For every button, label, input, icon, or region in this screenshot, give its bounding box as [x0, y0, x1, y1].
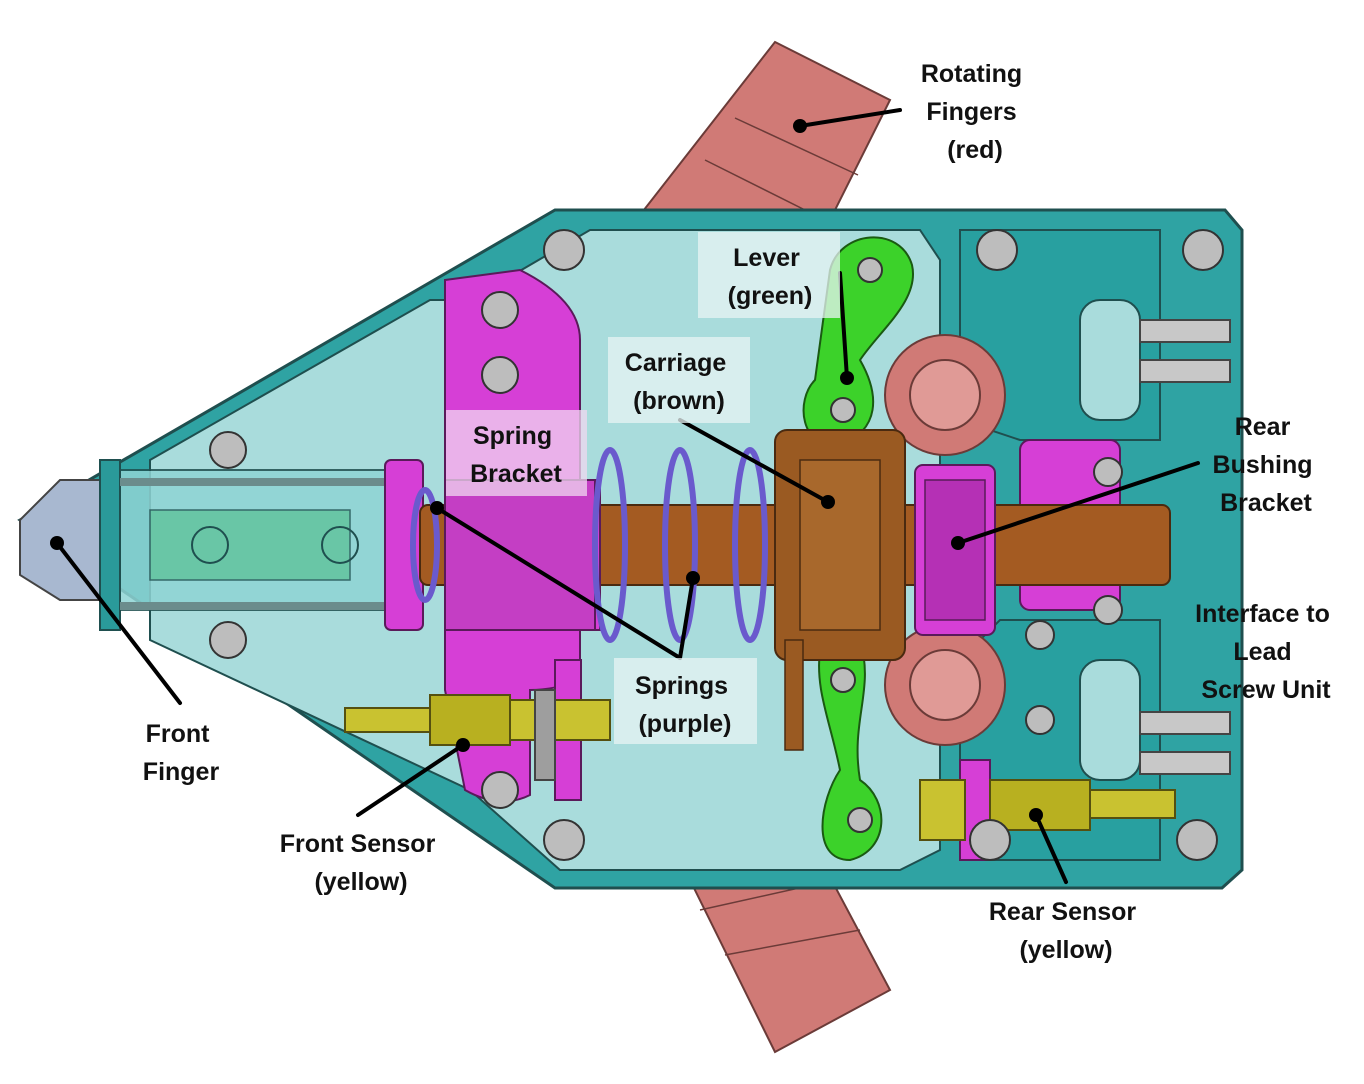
label-lever: Lever (green): [728, 244, 813, 310]
springs: [410, 447, 768, 643]
rear-bushing-bracket: [914, 464, 996, 636]
spring-bracket-label-bg: [446, 410, 587, 496]
label-carriage: Carriage (brown): [625, 349, 733, 415]
label-spring-bracket: Spring Bracket: [470, 422, 562, 488]
leader-lines: [50, 108, 1200, 884]
label-interface: Interface to Lead Screw Unit: [1195, 600, 1337, 704]
label-springs: Springs (purple): [635, 672, 735, 738]
label-front-sensor: Front Sensor (yellow): [280, 830, 443, 896]
label-rear-sensor: Rear Sensor (yellow): [989, 898, 1143, 964]
rotating-finger-hubs: [884, 334, 1006, 746]
label-rear-bushing-bracket: Rear Bushing Bracket: [1213, 413, 1320, 517]
springs-label-bg: [614, 658, 757, 744]
front-finger: [19, 459, 401, 631]
carriage: [774, 429, 906, 751]
lever-label-bg: [698, 232, 840, 318]
interface-pins: [1139, 319, 1231, 775]
carriage-label-bg: [608, 337, 750, 423]
front-plate: [384, 459, 424, 631]
bolts: [209, 229, 1224, 861]
label-front-finger: Front Finger: [143, 720, 220, 786]
front-sensor: [344, 689, 611, 781]
label-rotating-fingers: Rotating Fingers (red): [921, 60, 1029, 164]
